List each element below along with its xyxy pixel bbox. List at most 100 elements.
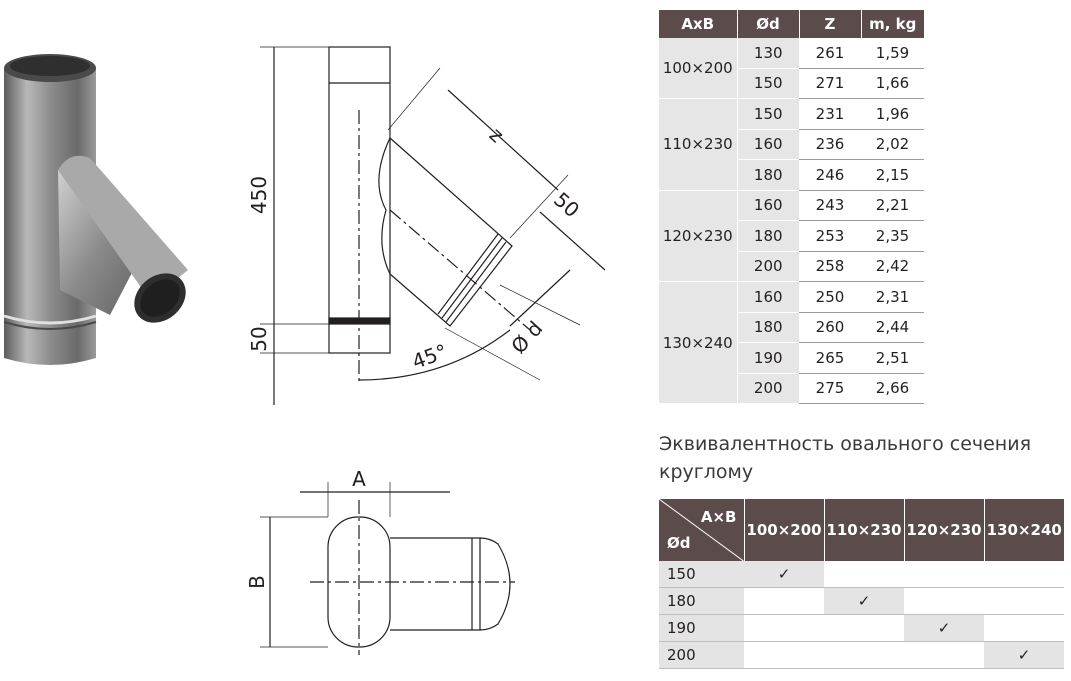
dim-b-label: B bbox=[245, 575, 269, 589]
spec-z-cell: 253 bbox=[799, 220, 861, 252]
corner-d-label: Ød bbox=[667, 534, 691, 552]
equiv-column-header: 100×200 bbox=[743, 499, 824, 561]
equivalence-caption: Эквивалентность овального сечения кругло… bbox=[659, 433, 1032, 483]
dim-50-left-label: 50 bbox=[247, 326, 271, 351]
equiv-empty-cell bbox=[824, 641, 904, 669]
dim-50-branch-label: 50 bbox=[549, 187, 584, 222]
equiv-empty-cell bbox=[744, 614, 824, 642]
dim-angle-label: 45° bbox=[409, 339, 451, 374]
spec-diameter-cell: 160 bbox=[737, 281, 799, 313]
check-mark-icon: ✓ bbox=[904, 614, 984, 642]
equiv-empty-cell bbox=[984, 587, 1064, 615]
spec-header-cell: m, kg bbox=[861, 10, 924, 38]
equiv-empty-cell bbox=[744, 587, 824, 615]
spec-diameter-cell: 160 bbox=[737, 129, 799, 160]
equiv-empty-cell bbox=[904, 587, 984, 615]
dim-450-label: 450 bbox=[247, 176, 271, 214]
equiv-empty-cell bbox=[744, 641, 824, 669]
spec-z-cell: 265 bbox=[799, 342, 861, 374]
spec-mass-cell: 1,96 bbox=[861, 98, 924, 130]
spec-z-cell: 260 bbox=[799, 312, 861, 343]
spec-diameter-cell: 180 bbox=[737, 159, 799, 191]
dim-d-label: Ø d bbox=[506, 316, 547, 358]
spec-size-cell: 110×230 bbox=[659, 98, 738, 191]
equiv-empty-cell bbox=[824, 561, 904, 588]
spec-mass-cell: 2,44 bbox=[861, 312, 924, 343]
product-render bbox=[3, 54, 188, 365]
equiv-empty-cell bbox=[904, 561, 984, 588]
spec-header-cell: AxB bbox=[659, 10, 738, 38]
spec-diameter-cell: 190 bbox=[737, 342, 799, 374]
spec-diameter-cell: 160 bbox=[737, 190, 799, 221]
equiv-row-label: 190 bbox=[659, 614, 744, 642]
equiv-row: 190 ✓ bbox=[659, 614, 1064, 642]
equiv-column-header: 130×240 bbox=[983, 499, 1064, 561]
equiv-empty-cell bbox=[984, 561, 1064, 588]
spec-header-cell: Ød bbox=[737, 10, 800, 38]
spec-header-cell: Z bbox=[799, 10, 862, 38]
spec-size-cell: 100×200 bbox=[659, 38, 738, 99]
spec-size-cell: 120×230 bbox=[659, 190, 738, 282]
spec-mass-cell: 1,59 bbox=[861, 38, 924, 69]
spec-z-cell: 243 bbox=[799, 190, 861, 221]
equiv-column-header: 110×230 bbox=[823, 499, 904, 561]
spec-mass-cell: 2,35 bbox=[861, 220, 924, 252]
spec-diameter-cell: 180 bbox=[737, 220, 799, 252]
check-mark-icon: ✓ bbox=[744, 561, 824, 588]
spec-z-cell: 246 bbox=[799, 159, 861, 191]
equiv-empty-cell bbox=[904, 641, 984, 669]
corner-ab-label: A×B bbox=[700, 508, 737, 526]
equiv-empty-cell bbox=[824, 614, 904, 642]
spec-z-cell: 236 bbox=[799, 129, 861, 160]
equiv-row-label: 200 bbox=[659, 641, 744, 669]
check-mark-icon: ✓ bbox=[984, 641, 1064, 669]
spec-mass-cell: 2,21 bbox=[861, 190, 924, 221]
spec-z-cell: 231 bbox=[799, 98, 861, 130]
spec-diameter-cell: 180 bbox=[737, 312, 799, 343]
equiv-row-label: 150 bbox=[659, 561, 744, 588]
spec-z-cell: 261 bbox=[799, 38, 861, 69]
spec-mass-cell: 2,31 bbox=[861, 281, 924, 313]
dim-a-label: A bbox=[352, 467, 366, 491]
spec-diameter-cell: 130 bbox=[737, 38, 799, 69]
spec-z-cell: 275 bbox=[799, 373, 861, 404]
corner-diagonal bbox=[659, 499, 744, 561]
equiv-row-label: 180 bbox=[659, 587, 744, 615]
spec-mass-cell: 1,66 bbox=[861, 68, 924, 99]
spec-diameter-cell: 200 bbox=[737, 251, 799, 282]
spec-size-cell: 130×240 bbox=[659, 281, 738, 404]
spec-mass-cell: 2,15 bbox=[861, 159, 924, 191]
equiv-column-header: 120×230 bbox=[903, 499, 984, 561]
spec-mass-cell: 2,51 bbox=[861, 342, 924, 374]
spec-mass-cell: 2,42 bbox=[861, 251, 924, 282]
equiv-row: 200 ✓ bbox=[659, 641, 1064, 669]
equiv-row: 150✓ bbox=[659, 561, 1064, 588]
side-view-drawing: 450 50 z 50 Ø d 45° bbox=[247, 46, 606, 405]
equiv-empty-cell bbox=[984, 614, 1064, 642]
spec-z-cell: 250 bbox=[799, 281, 861, 313]
check-mark-icon: ✓ bbox=[824, 587, 904, 615]
top-view-drawing: A B bbox=[245, 467, 515, 655]
spec-diameter-cell: 200 bbox=[737, 373, 799, 404]
spec-mass-cell: 2,02 bbox=[861, 129, 924, 160]
equiv-row: 180 ✓ bbox=[659, 587, 1064, 615]
spec-diameter-cell: 150 bbox=[737, 68, 799, 99]
spec-diameter-cell: 150 bbox=[737, 98, 799, 130]
spec-z-cell: 258 bbox=[799, 251, 861, 282]
